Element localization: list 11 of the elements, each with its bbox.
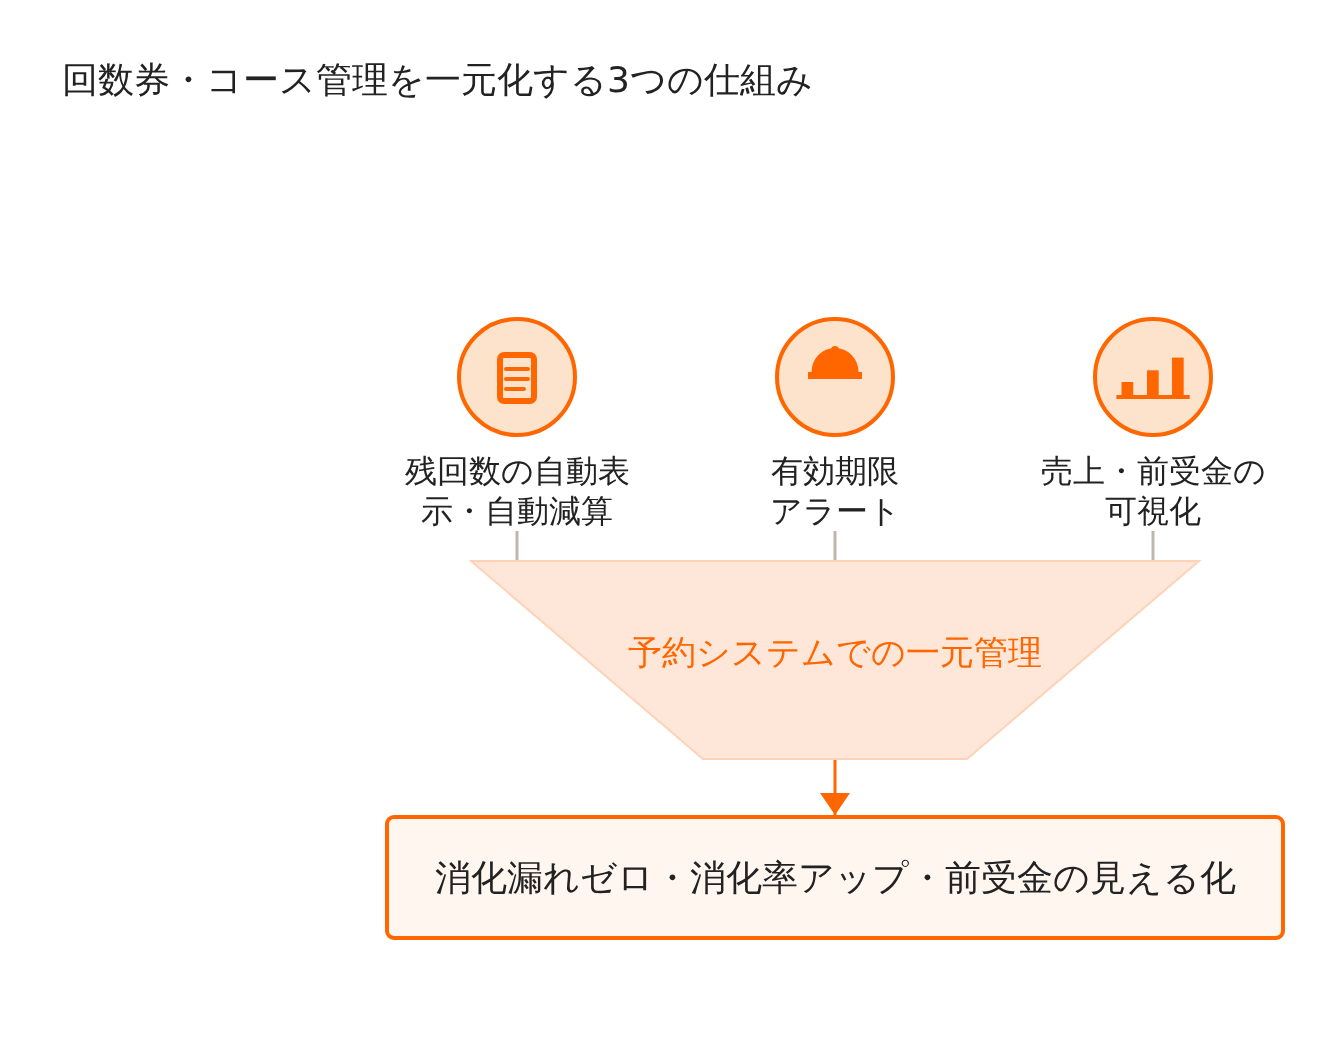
node-label: 売上・前受金の可視化 xyxy=(1039,451,1267,531)
arrow xyxy=(820,760,850,815)
connector-line xyxy=(833,531,837,560)
connector-line xyxy=(1151,531,1155,560)
outcome-text: 消化漏れゼロ・消化率アップ・前受金の見える化 xyxy=(434,855,1236,900)
node-label: 有効期限アラート xyxy=(768,451,902,531)
connector-line xyxy=(515,531,519,560)
title: 回数券・コース管理を一元化する3つの仕組み xyxy=(62,58,813,102)
outcome-box xyxy=(385,815,1285,940)
node-label: 残回数の自動表示・自動減算 xyxy=(403,451,631,531)
funnel-label: 予約システムでの一元管理 xyxy=(627,631,1043,674)
